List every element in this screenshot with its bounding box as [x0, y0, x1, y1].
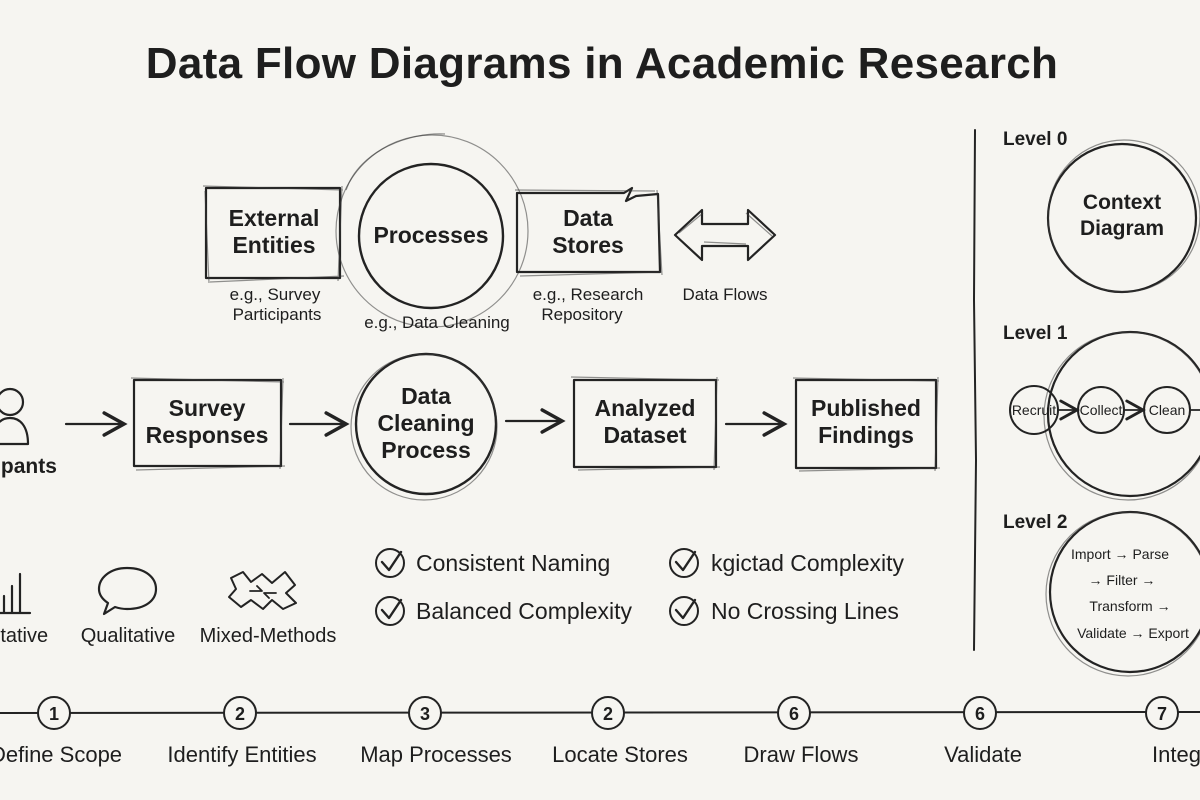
survey-responses-label-2: Responses — [146, 422, 269, 448]
level-2-label: Level 2 — [1003, 512, 1067, 533]
external-entities-label: External — [229, 205, 320, 231]
level-1-node: Recruit — [1012, 402, 1056, 418]
speech-bubble-icon — [97, 566, 158, 616]
page-title: Data Flow Diagrams in Academic Research — [146, 39, 1058, 88]
checklist-label: kgictad Complexity — [711, 550, 905, 576]
level-2-line: Import → Parse — [1071, 546, 1169, 562]
level-2-line: Validate → Export — [1077, 625, 1189, 641]
analyzed-dataset-box: Analyzed Dataset — [570, 376, 721, 471]
checklist-item: kgictad Complexity — [669, 548, 905, 578]
checklist-label: No Crossing Lines — [711, 598, 899, 624]
data-flows-arrow: Data Flows — [673, 208, 777, 304]
timeline-step: 2 Identify Entities — [167, 696, 317, 767]
mixed-methods-icon — [228, 571, 297, 610]
context-diagram-label-2: Diagram — [1080, 217, 1164, 240]
check-icon — [674, 550, 697, 572]
mixed-methods: Mixed-Methods — [200, 571, 337, 647]
processes-example: e.g., Data Cleaning — [364, 313, 510, 332]
external-entities-example-2: Participants — [233, 305, 322, 324]
data-stores-label-2: Stores — [552, 232, 624, 258]
level-0-label: Level 0 — [1003, 129, 1067, 150]
step-number: 6 — [789, 704, 799, 724]
context-diagram-label: Context — [1083, 191, 1161, 214]
checklist-item: Balanced Complexity — [375, 596, 633, 626]
level-0: Level 0 Context Diagram — [1003, 129, 1200, 294]
data-cleaning-label-2: Cleaning — [377, 410, 474, 436]
survey-responses-label: Survey — [169, 395, 246, 421]
published-findings-label-2: Findings — [818, 422, 914, 448]
data-cleaning-label-3: Process — [381, 437, 471, 463]
published-findings-label: Published — [811, 395, 921, 421]
processes-circle: Processes e.g., Data Cleaning — [335, 133, 529, 332]
participants-entity: ipants — [0, 387, 57, 478]
timeline-step: 6 Draw Flows — [744, 696, 859, 767]
level-2-line: Transform → — [1089, 598, 1170, 614]
analyzed-dataset-label-2: Dataset — [603, 422, 686, 448]
checklist-item: Consistent Naming — [375, 548, 610, 578]
data-flows-label: Data Flows — [682, 285, 767, 304]
step-number: 2 — [603, 704, 613, 724]
check-icon — [674, 598, 697, 620]
step-number: 7 — [1157, 704, 1167, 724]
check-icon — [380, 598, 403, 620]
mixed-methods-label: Mixed-Methods — [200, 625, 337, 647]
step-number: 2 — [235, 704, 245, 724]
section-divider — [973, 129, 977, 651]
level-1: Level 1 Recruit Collect Clean — [1003, 323, 1200, 501]
data-stores-example: e.g., Research — [533, 285, 644, 304]
checklist-item: No Crossing Lines — [669, 596, 899, 626]
timeline-step: 6 Validate — [944, 696, 1022, 767]
data-stores-box: Data Stores e.g., Research Repository — [514, 186, 663, 324]
checklist-label: Consistent Naming — [416, 550, 610, 576]
level-1-node: Collect — [1080, 402, 1123, 418]
data-cleaning-label: Data — [401, 383, 451, 409]
check-icon — [380, 550, 403, 572]
step-label: Define Scope — [0, 742, 122, 767]
step-label: Validate — [944, 742, 1022, 767]
quantitative-method: itative — [0, 572, 48, 647]
timeline-step: 7 Integrate — [1145, 696, 1200, 767]
step-label: Locate Stores — [552, 742, 688, 767]
checklist-label: Balanced Complexity — [416, 598, 633, 624]
step-label: Integrate — [1152, 742, 1200, 767]
step-label: Identify Entities — [167, 742, 316, 767]
step-number: 3 — [420, 704, 430, 724]
data-stores-label: Data — [563, 205, 613, 231]
external-entities-box: External Entities e.g., Survey Participa… — [202, 185, 345, 324]
external-entities-example: e.g., Survey — [230, 285, 321, 304]
analyzed-dataset-label: Analyzed — [595, 395, 696, 421]
level-2: Level 2 Import → Parse → Filter → Transf… — [1003, 510, 1200, 677]
step-label: Draw Flows — [744, 742, 859, 767]
data-cleaning-process: Data Cleaning Process — [350, 352, 498, 501]
qualitative-method: Qualitative — [81, 566, 176, 647]
participants-label: ipants — [0, 455, 57, 478]
data-stores-example-2: Repository — [541, 305, 623, 324]
bar-chart-icon — [0, 572, 32, 615]
external-entities-label-2: Entities — [232, 232, 315, 258]
level-1-label: Level 1 — [1003, 323, 1068, 344]
processes-label: Processes — [373, 222, 488, 248]
qualitative-label: Qualitative — [81, 625, 176, 647]
timeline-step: 2 Locate Stores — [552, 696, 688, 767]
level-1-node: Clean — [1149, 402, 1186, 418]
timeline-step: 1 Define Scope — [0, 696, 122, 767]
level-2-line: → Filter → — [1089, 572, 1156, 588]
published-findings-box: Published Findings — [792, 376, 941, 472]
timeline-step: 3 Map Processes — [360, 696, 512, 767]
step-label: Map Processes — [360, 742, 512, 767]
survey-responses-box: Survey Responses — [130, 377, 286, 471]
step-number: 6 — [975, 704, 985, 724]
quantitative-label: itative — [0, 625, 48, 647]
step-number: 1 — [49, 704, 59, 724]
